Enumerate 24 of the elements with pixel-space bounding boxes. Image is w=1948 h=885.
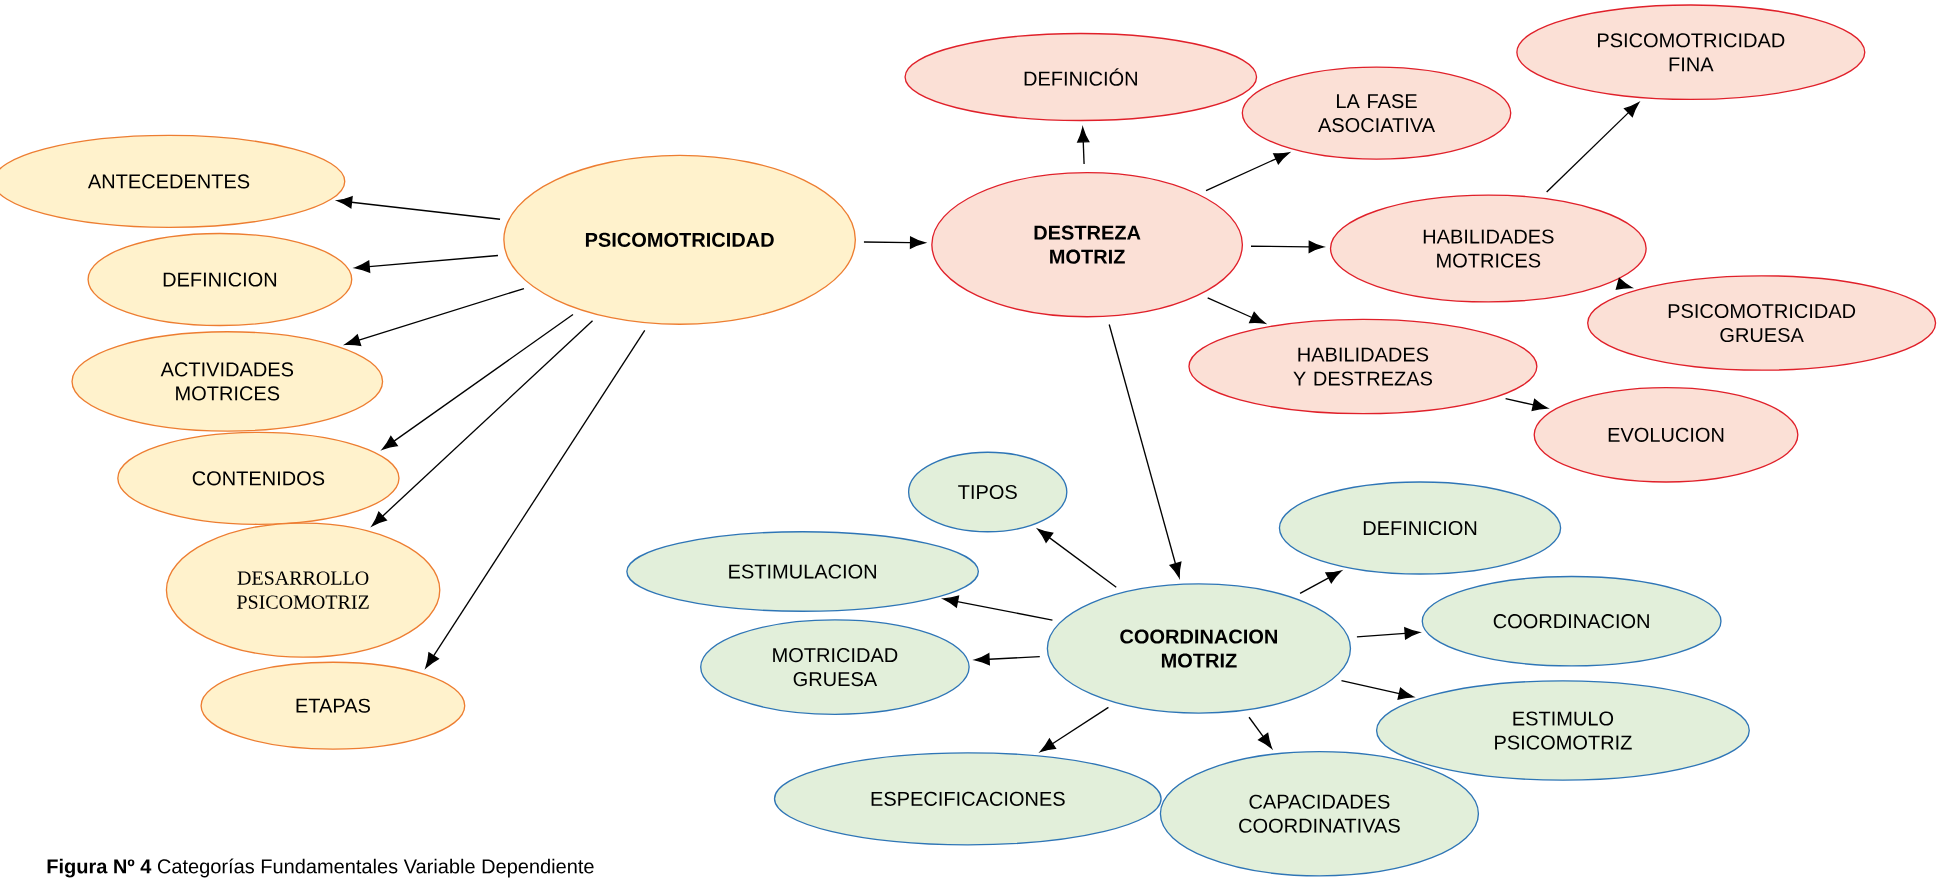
arrow: [344, 287, 525, 347]
caption: Figura Nº 4 Categorías Fundamentales Variable Dependiente: [47, 858, 594, 878]
arrow: [943, 595, 1054, 621]
arrow: [1504, 398, 1548, 411]
arrow: [371, 320, 594, 527]
arrow: [1108, 323, 1182, 578]
arrow: [1207, 297, 1266, 324]
arrow: [381, 313, 574, 450]
arrow: [1340, 679, 1414, 700]
arrow: [354, 254, 499, 273]
arrow: [1546, 102, 1640, 193]
arrow: [1248, 716, 1273, 749]
arrow: [974, 653, 1041, 666]
arrow: [1205, 152, 1290, 192]
arrow: [1077, 127, 1090, 165]
arrow: [863, 236, 926, 249]
arrow: [1615, 277, 1633, 290]
arrow: [1040, 706, 1110, 753]
arrow: [1356, 627, 1420, 640]
arrow: [336, 196, 501, 220]
arrow: [1299, 570, 1342, 595]
arrow: [425, 329, 646, 669]
arrow: [1037, 528, 1117, 588]
arrow: [1250, 240, 1324, 253]
